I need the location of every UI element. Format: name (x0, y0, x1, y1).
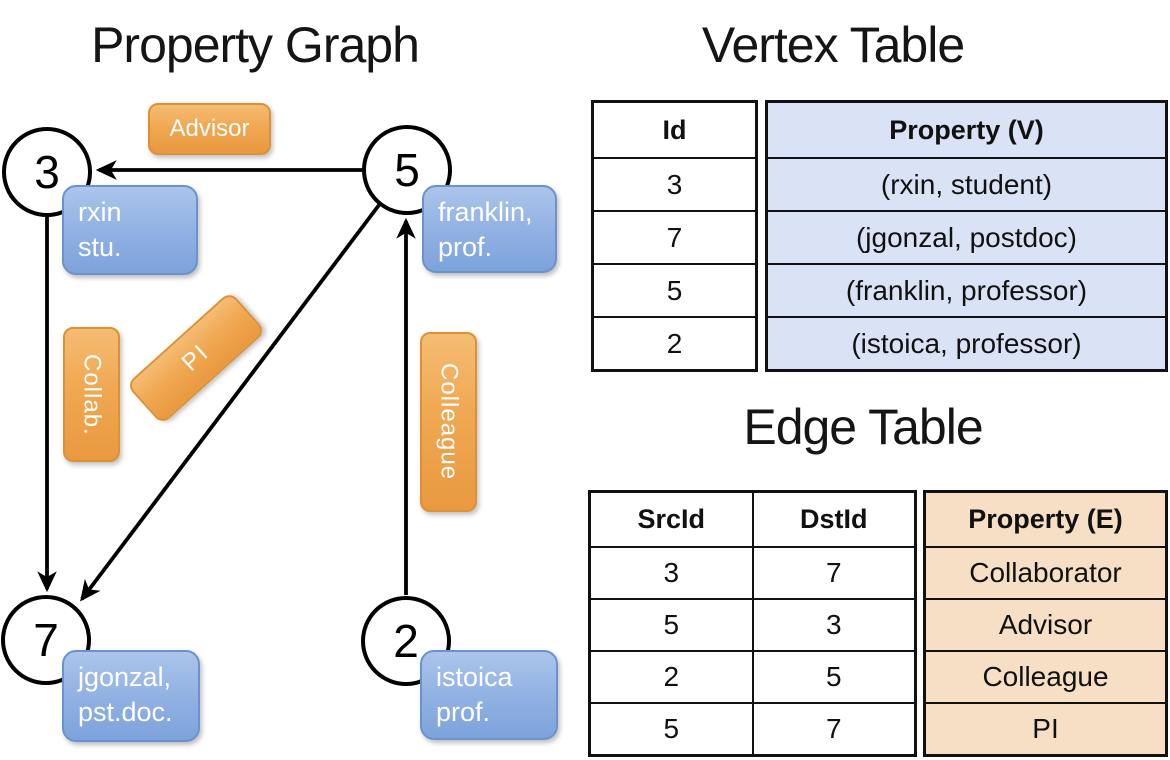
vertex-label-jgonzal: jgonzal, pst.doc. (62, 650, 200, 742)
edge-label-colleague: Colleague (420, 332, 477, 512)
edge-table-title: Edge Table (743, 399, 983, 455)
vertex-label-line: prof. (438, 232, 493, 263)
edge-table-row: 5 3 (591, 598, 914, 650)
edge-table-property-column: Property (E) Collaborator Advisor Collea… (923, 490, 1168, 757)
edge-table-dstid-header: DstId (751, 493, 915, 546)
edge-table-row: 5 7 (591, 702, 914, 754)
graph-edges-layer (37, 160, 416, 602)
vertex-label-line: istoica (436, 662, 513, 692)
vertex-label-istoica: istoica prof. (420, 650, 558, 740)
edge-table-property-header: Property (E) (968, 504, 1123, 534)
edge-srcid-cell: 2 (663, 661, 680, 692)
edge-label-collab: Collab. (63, 327, 120, 462)
property-graph-title: Property Graph (91, 17, 420, 73)
edge-table-srcid-header: SrcId (637, 504, 706, 534)
vertex-label-franklin: franklin, prof. (422, 185, 557, 273)
vertex-label-line: prof. (436, 697, 491, 728)
vertex-table-property-header: Property (V) (889, 114, 1044, 145)
edge-dstid-cell: 7 (751, 548, 915, 598)
edge-property-cell: Collaborator (926, 546, 1165, 598)
vertex-id-cell: 2 (594, 316, 755, 369)
vertex-id-cell: 7 (594, 210, 755, 263)
edge-table-row: 2 5 (591, 650, 914, 702)
vertex-label-line: stu. (78, 232, 122, 263)
vertex-property-cell: (istoica, professor) (768, 316, 1165, 369)
edge-label-advisor: Advisor (148, 103, 271, 155)
vertex-property-cell: (jgonzal, postdoc) (768, 210, 1165, 263)
edge-property-cell: Colleague (926, 650, 1165, 702)
graph-node-5: 5 (362, 125, 452, 215)
edge-pi-arrow (80, 203, 381, 602)
edge-property-cell: PI (926, 702, 1165, 754)
vertex-table-property-column: Property (V) (rxin, student) (jgonzal, p… (765, 100, 1168, 372)
vertex-property-cell: (franklin, professor) (768, 263, 1165, 316)
edge-property-cell: Advisor (926, 598, 1165, 650)
edge-table-row: 3 7 (591, 546, 914, 598)
edge-srcid-cell: 5 (663, 609, 680, 640)
vertex-label-line: pst.doc. (78, 697, 173, 728)
edge-table: SrcId DstId 3 7 5 3 2 5 (588, 490, 1168, 757)
edge-table-id-columns: SrcId DstId 3 7 5 3 2 5 (588, 490, 917, 757)
edge-table-id-headers: SrcId DstId (591, 493, 914, 546)
vertex-label-line: franklin, (438, 197, 533, 227)
graph-node-2: 2 (361, 596, 451, 686)
edge-dstid-cell: 7 (751, 704, 915, 754)
vertex-table-id-column: Id 3 7 5 2 (591, 100, 758, 372)
edge-dstid-cell: 5 (751, 652, 915, 702)
vertex-table: Id 3 7 5 2 Property (V) (rxin, student) … (591, 100, 1168, 372)
vertex-id-cell: 5 (594, 263, 755, 316)
vertex-table-title: Vertex Table (701, 17, 965, 73)
vertex-label-rxin: rxin stu. (62, 185, 198, 275)
vertex-label-line: rxin (78, 197, 122, 227)
vertex-table-id-header: Id (662, 114, 687, 145)
vertex-id-cell: 3 (594, 157, 755, 210)
vertex-property-cell: (rxin, student) (768, 157, 1165, 210)
edge-srcid-cell: 5 (663, 713, 680, 744)
edge-srcid-cell: 3 (663, 557, 680, 588)
edge-dstid-cell: 3 (751, 600, 915, 650)
vertex-label-line: jgonzal, (78, 662, 172, 692)
